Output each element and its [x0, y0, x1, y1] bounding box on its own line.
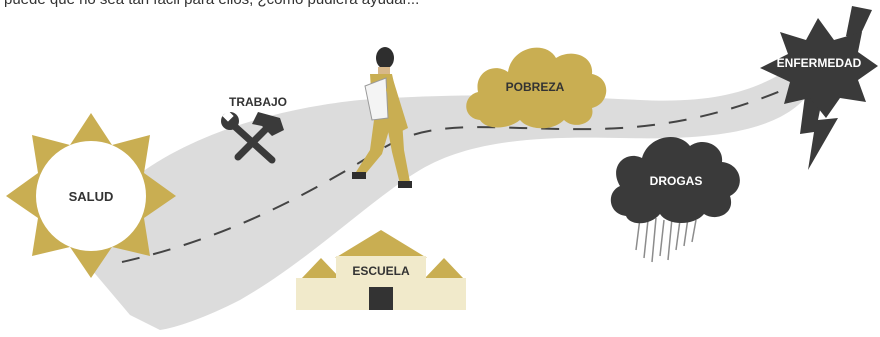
trabajo-tools: TRABAJO [221, 95, 287, 164]
top-caption-text: puede que no sea tan fácil para ellos, ¿… [4, 0, 419, 8]
trabajo-label: TRABAJO [229, 95, 287, 109]
sun-disc [36, 141, 146, 251]
hammer-wrench-icon [221, 110, 284, 164]
road-centerline [121, 84, 796, 263]
lightning-icon [846, 6, 872, 40]
rain-lines [635, 217, 697, 263]
storm-cloud-icon [610, 136, 740, 224]
cloud-icon [466, 47, 607, 129]
pobreza-label: POBREZA [506, 80, 565, 94]
escuela-label: ESCUELA [352, 264, 410, 278]
drogas-storm: DROGAS [610, 136, 740, 263]
enfermedad-burst: ENFERMEDAD [760, 6, 878, 170]
escuela-school: ESCUELA [296, 230, 466, 310]
drogas-label: DROGAS [650, 174, 703, 188]
salud-label: SALUD [69, 189, 114, 204]
lightning-icon [800, 88, 838, 170]
walking-person-icon [352, 47, 412, 188]
pobreza-cloud: POBREZA [466, 47, 607, 129]
starburst-icon [760, 18, 878, 118]
school-building-icon [296, 230, 466, 310]
salud-sun: SALUD [6, 113, 176, 278]
enfermedad-label: ENFERMEDAD [777, 56, 862, 70]
